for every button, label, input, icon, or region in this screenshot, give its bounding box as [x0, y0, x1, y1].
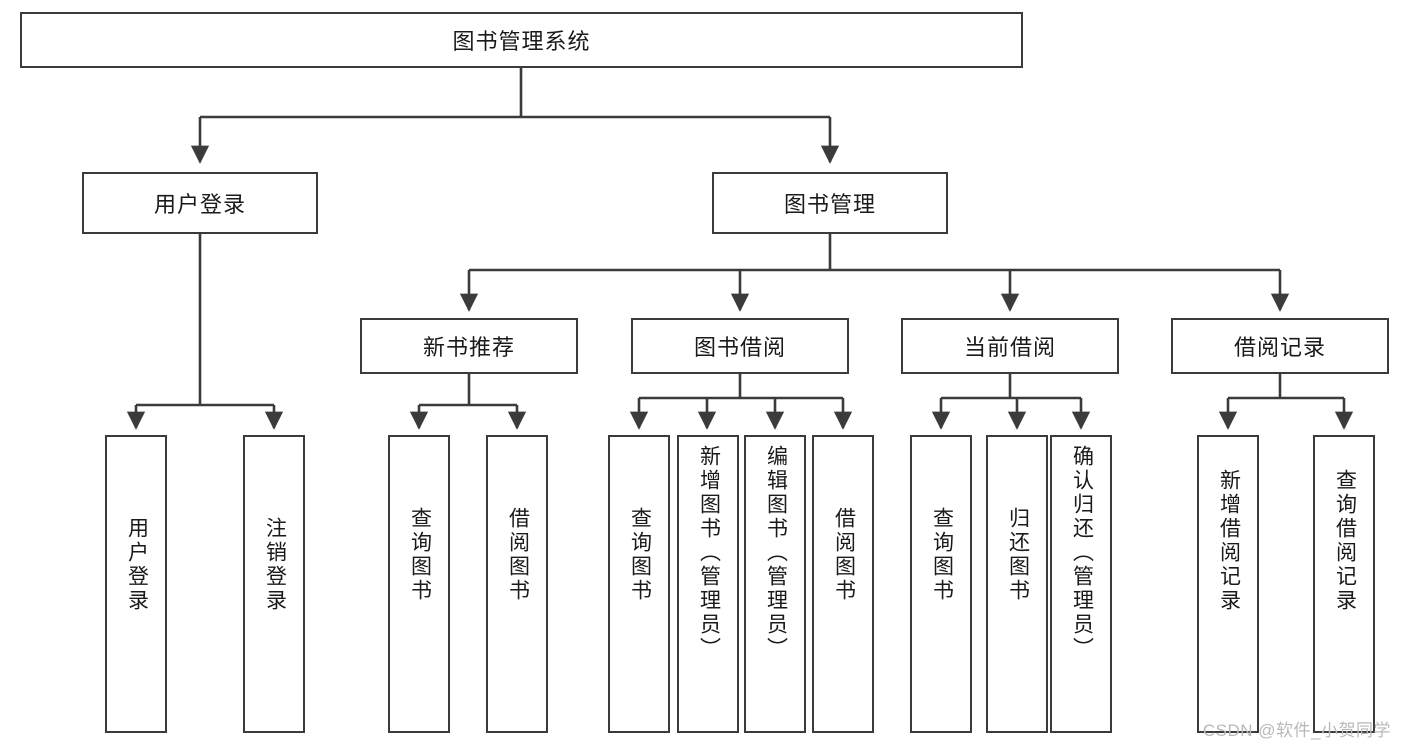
node-leaf-add-book-label: 新增图书（管理员）: [697, 445, 721, 661]
node-leaf-edit-book-label: 编辑图书（管理员）: [764, 445, 788, 661]
node-borrow-record-label: 借阅记录: [1233, 335, 1326, 360]
node-new-book-recommend[interactable]: 新书推荐: [360, 318, 578, 374]
node-leaf-query-book-3-label: 查询图书: [930, 507, 954, 603]
node-leaf-borrow-book-1-label: 借阅图书: [506, 507, 530, 603]
node-leaf-query-record[interactable]: 查询借阅记录: [1313, 435, 1375, 733]
node-user-login-label: 用户登录: [153, 192, 246, 217]
node-book-borrow[interactable]: 图书借阅: [631, 318, 849, 374]
node-leaf-query-book-2-label: 查询图书: [628, 507, 652, 603]
node-new-book-recommend-label: 新书推荐: [422, 335, 515, 360]
node-leaf-add-book[interactable]: 新增图书（管理员）: [677, 435, 739, 733]
node-leaf-borrow-book-1[interactable]: 借阅图书: [486, 435, 548, 733]
node-leaf-confirm-return[interactable]: 确认归还（管理员）: [1050, 435, 1112, 733]
node-borrow-record[interactable]: 借阅记录: [1171, 318, 1389, 374]
watermark-text: CSDN @软件_小贺同学: [1202, 721, 1391, 740]
node-leaf-query-book-3[interactable]: 查询图书: [910, 435, 972, 733]
node-leaf-add-record[interactable]: 新增借阅记录: [1197, 435, 1259, 733]
node-leaf-return-book-label: 归还图书: [1006, 507, 1030, 603]
node-leaf-logout[interactable]: 注销登录: [243, 435, 305, 733]
node-leaf-query-book-1-label: 查询图书: [408, 507, 432, 603]
node-book-borrow-label: 图书借阅: [693, 335, 786, 360]
node-leaf-add-record-label: 新增借阅记录: [1217, 469, 1241, 613]
node-leaf-edit-book[interactable]: 编辑图书（管理员）: [744, 435, 806, 733]
node-book-manage-label: 图书管理: [783, 192, 876, 217]
node-leaf-query-book-2[interactable]: 查询图书: [608, 435, 670, 733]
node-leaf-user-login-label: 用户登录: [125, 517, 149, 613]
node-current-borrow[interactable]: 当前借阅: [901, 318, 1119, 374]
node-book-manage[interactable]: 图书管理: [712, 172, 948, 234]
node-leaf-user-login[interactable]: 用户登录: [105, 435, 167, 733]
node-leaf-query-book-1[interactable]: 查询图书: [388, 435, 450, 733]
node-leaf-query-record-label: 查询借阅记录: [1333, 469, 1357, 613]
node-leaf-return-book[interactable]: 归还图书: [986, 435, 1048, 733]
node-leaf-borrow-book-2-label: 借阅图书: [832, 507, 856, 603]
node-root-label: 图书管理系统: [452, 29, 591, 54]
node-user-login[interactable]: 用户登录: [82, 172, 318, 234]
node-leaf-confirm-return-label: 确认归还（管理员）: [1070, 445, 1094, 661]
node-leaf-borrow-book-2[interactable]: 借阅图书: [812, 435, 874, 733]
node-current-borrow-label: 当前借阅: [963, 335, 1056, 360]
node-root[interactable]: 图书管理系统: [20, 12, 1023, 68]
node-leaf-logout-label: 注销登录: [263, 517, 287, 613]
